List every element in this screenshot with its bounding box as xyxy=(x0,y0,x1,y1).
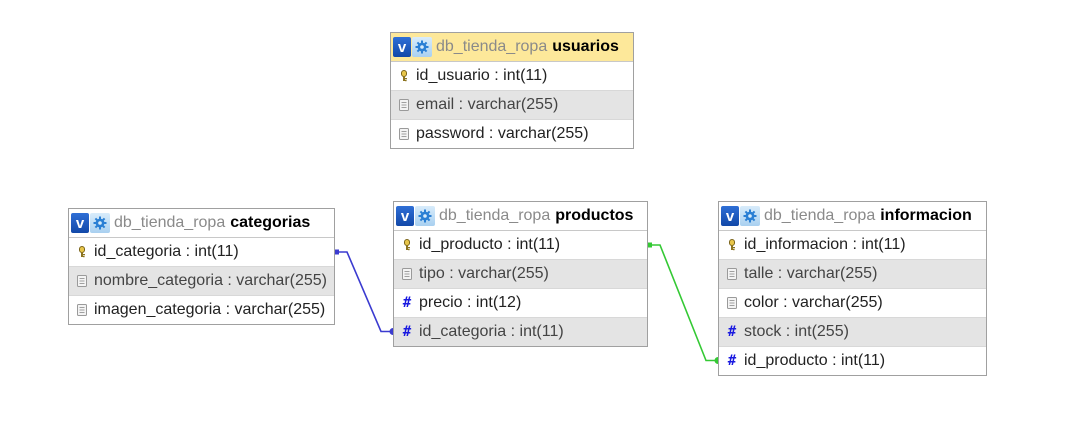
column-label: id_categoria : int(11) xyxy=(94,243,239,260)
primary-key-icon xyxy=(76,245,88,259)
column-label: id_producto : int(11) xyxy=(744,352,886,369)
primary-key-icon xyxy=(398,69,410,83)
numeric-field-icon: # xyxy=(727,324,737,340)
column-label: id_usuario : int(11) xyxy=(416,67,548,84)
relation-start-marker xyxy=(648,242,652,248)
gear-icon[interactable] xyxy=(412,37,432,57)
column-label: imagen_categoria : varchar(255) xyxy=(94,301,326,318)
text-field-icon xyxy=(76,303,88,317)
database-name: db_tienda_ropa xyxy=(439,207,551,224)
numeric-field-icon: # xyxy=(727,353,737,369)
database-name: db_tienda_ropa xyxy=(764,207,876,224)
numeric-field-icon: # xyxy=(402,324,412,340)
column-row[interactable]: imagen_categoria : varchar(255) xyxy=(69,295,334,324)
column-label: nombre_categoria : varchar(255) xyxy=(94,272,328,289)
column-label: id_producto : int(11) xyxy=(419,236,561,253)
gear-icon[interactable] xyxy=(740,206,760,226)
column-label: tipo : varchar(255) xyxy=(419,265,549,282)
column-label: id_categoria : int(11) xyxy=(419,323,564,340)
text-field-icon xyxy=(398,127,410,141)
primary-key-icon xyxy=(401,238,413,252)
column-row[interactable]: id_usuario : int(11) xyxy=(391,62,633,90)
table-name: usuarios xyxy=(552,38,619,55)
column-row[interactable]: nombre_categoria : varchar(255) xyxy=(69,266,334,295)
toggle-view-icon[interactable]: v xyxy=(396,206,414,226)
text-field-icon xyxy=(726,296,738,310)
column-label: email : varchar(255) xyxy=(416,96,559,113)
text-field-icon xyxy=(398,98,410,112)
table-name: categorias xyxy=(230,214,311,231)
column-label: stock : int(255) xyxy=(744,323,849,340)
column-label: color : varchar(255) xyxy=(744,294,883,311)
column-label: precio : int(12) xyxy=(419,294,522,311)
column-row[interactable]: color : varchar(255) xyxy=(719,288,986,317)
column-row[interactable]: # id_categoria : int(11) xyxy=(394,317,647,346)
primary-key-icon xyxy=(726,238,738,252)
text-field-icon xyxy=(401,267,413,281)
text-field-icon xyxy=(76,274,88,288)
column-row[interactable]: email : varchar(255) xyxy=(391,90,633,119)
text-field-icon xyxy=(726,267,738,281)
toggle-view-icon[interactable]: v xyxy=(71,213,89,233)
column-label: password : varchar(255) xyxy=(416,125,589,142)
column-label: talle : varchar(255) xyxy=(744,265,878,282)
column-row[interactable]: talle : varchar(255) xyxy=(719,259,986,288)
column-row[interactable]: id_categoria : int(11) xyxy=(69,238,334,266)
relation-line-0 xyxy=(335,249,397,335)
table-name: informacion xyxy=(880,207,972,224)
column-row[interactable]: # id_producto : int(11) xyxy=(719,346,986,375)
toggle-view-icon[interactable]: v xyxy=(721,206,739,226)
table-name: productos xyxy=(555,207,634,224)
relation-line-1 xyxy=(648,242,722,364)
column-row[interactable]: password : varchar(255) xyxy=(391,119,633,148)
column-label: id_informacion : int(11) xyxy=(744,236,906,253)
column-list: id_informacion : int(11) talle : varchar(… xyxy=(719,231,986,375)
gear-icon[interactable] xyxy=(415,206,435,226)
database-name: db_tienda_ropa xyxy=(114,214,226,231)
column-row[interactable]: # stock : int(255) xyxy=(719,317,986,346)
column-list: id_producto : int(11) tipo : varchar(255)… xyxy=(394,231,647,346)
column-row[interactable]: # precio : int(12) xyxy=(394,288,647,317)
column-list: id_usuario : int(11) email : varchar(255)… xyxy=(391,62,633,148)
column-row[interactable]: tipo : varchar(255) xyxy=(394,259,647,288)
database-name: db_tienda_ropa xyxy=(436,38,548,55)
column-list: id_categoria : int(11) nombre_categoria :… xyxy=(69,238,334,324)
numeric-field-icon: # xyxy=(402,295,412,311)
toggle-view-icon[interactable]: v xyxy=(393,37,411,57)
column-row[interactable]: id_informacion : int(11) xyxy=(719,231,986,259)
gear-icon[interactable] xyxy=(90,213,110,233)
column-row[interactable]: id_producto : int(11) xyxy=(394,231,647,259)
relation-start-marker xyxy=(335,249,339,255)
